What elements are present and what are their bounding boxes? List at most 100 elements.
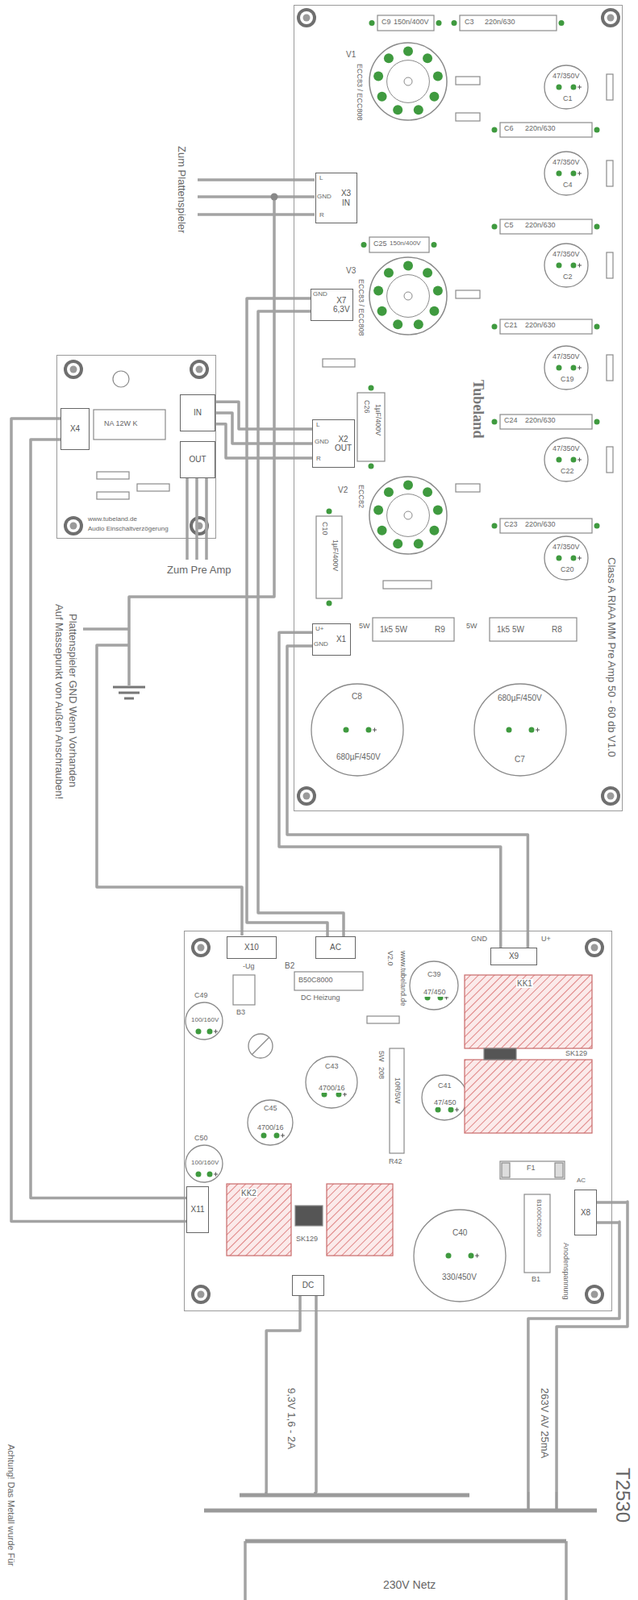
film-capacitor [500,414,593,430]
heatsink [464,975,593,1049]
resistor [606,252,613,279]
solder-pad [373,285,384,296]
heatsink [326,1184,393,1256]
component-label: -Ug [241,963,256,972]
transistor [295,1205,323,1226]
mounting-hole [600,786,621,806]
solder-pad [429,91,439,102]
electrolytic-capacitor [544,346,588,390]
electrolytic-capacitor [544,243,588,288]
solder-pad [368,463,375,470]
solder-pad [377,91,388,102]
component-label: V1 [345,50,357,59]
electrolytic-capacitor [544,536,588,580]
component-label: ECC83 / ECC808 [356,278,365,338]
solder-pad [571,555,577,562]
solder-pad [403,46,413,57]
solder-pad [556,555,563,562]
mounting-hole [591,944,599,952]
solder-pad [413,104,424,115]
solder-pad [558,20,565,26]
polarity-mark [454,1108,459,1113]
component-label: 47/350V [551,445,581,454]
solder-pad [373,504,384,515]
polarity-mark [372,728,377,733]
mounting-hole [197,944,205,952]
terminal-name: X8 [580,1208,591,1218]
transformer-winding [313,1492,317,1496]
board-text: www.tubeland.de [399,950,408,1007]
mounting-hole [70,366,78,374]
component-label: C6 [503,125,515,134]
solder-pad [556,457,563,463]
solder-pad [369,20,376,26]
component-label: 47/350V [551,158,581,167]
wire [30,439,187,1199]
solder-pad [594,224,601,230]
component-label: Achtung! Das Metall wurde Für [6,1443,17,1568]
component-label: 10R/5W [392,1076,401,1106]
component-label: B1000C5000 [534,1198,543,1239]
resistor [322,358,355,367]
component-label: 150n/400V [392,18,430,27]
component-label: 47/450 [422,988,447,997]
component-label: 220n/630 [524,221,557,230]
component-label: B2 [283,961,296,971]
component-label: R9 [433,625,447,634]
component-label: 220n/630 [524,521,557,530]
mounting-hole [189,359,209,380]
board-title: Class A RIAA MM Pre Amp 50 - 60 db V1.0 [604,557,618,758]
component-label: R [318,212,326,220]
component-label: U+ [540,935,552,944]
component-label: 220n/630 [524,416,557,426]
solder-pad [492,324,498,330]
component-label: C20 [559,566,576,575]
solder-pad [422,53,433,63]
component-label: 100/160V [190,1017,220,1025]
electrolytic-capacitor [185,1002,223,1040]
solder-pad [392,319,403,330]
polarity-mark [280,1134,285,1139]
wire [11,418,187,1222]
component-label: 230V Netz [382,1579,437,1592]
mounting-hole [197,1291,205,1299]
solder-pad [431,241,438,248]
solder-pad [195,1029,202,1035]
mounting-hole [587,941,601,955]
terminal-name: IN [193,408,202,418]
solder-pad [492,419,498,426]
film-capacitor [316,516,342,599]
mounting-hole [296,8,317,28]
solder-pad [422,487,433,497]
component-label: 5W [358,622,372,631]
solder-pad [429,525,439,536]
component-label: C43 [324,1063,340,1072]
electrolytic-capacitor [544,65,588,109]
component-label: SK129 [295,1235,319,1244]
component-label: V3 [345,266,357,276]
mounting-hole [192,519,206,533]
component-label: 4700/16 [256,1124,285,1133]
solder-pad [468,1253,475,1260]
electrolytic-capacitor [247,1100,293,1146]
resistor [606,354,613,381]
wire [215,401,313,430]
solder-pad [492,127,498,134]
terminal-block: OUT [179,441,216,479]
resistor [366,1016,400,1024]
power-resistor [372,617,455,642]
component-label: 263V AV 25mA [538,1387,551,1460]
solder-pad [556,170,563,177]
board-text: V2.0 [386,950,395,967]
terminal-name: OUT [188,454,206,465]
terminal-name: IN [341,198,351,209]
resistor [96,471,130,480]
polarity-mark [577,85,582,90]
terminal-name: OUT [334,443,352,454]
component-label: KK2 [240,1188,258,1198]
solder-pad [413,319,424,330]
solder-pad [556,84,563,91]
solder-pad [207,1171,213,1178]
electrolytic-capacitor [305,1056,358,1109]
component-label: C25 [372,240,388,249]
